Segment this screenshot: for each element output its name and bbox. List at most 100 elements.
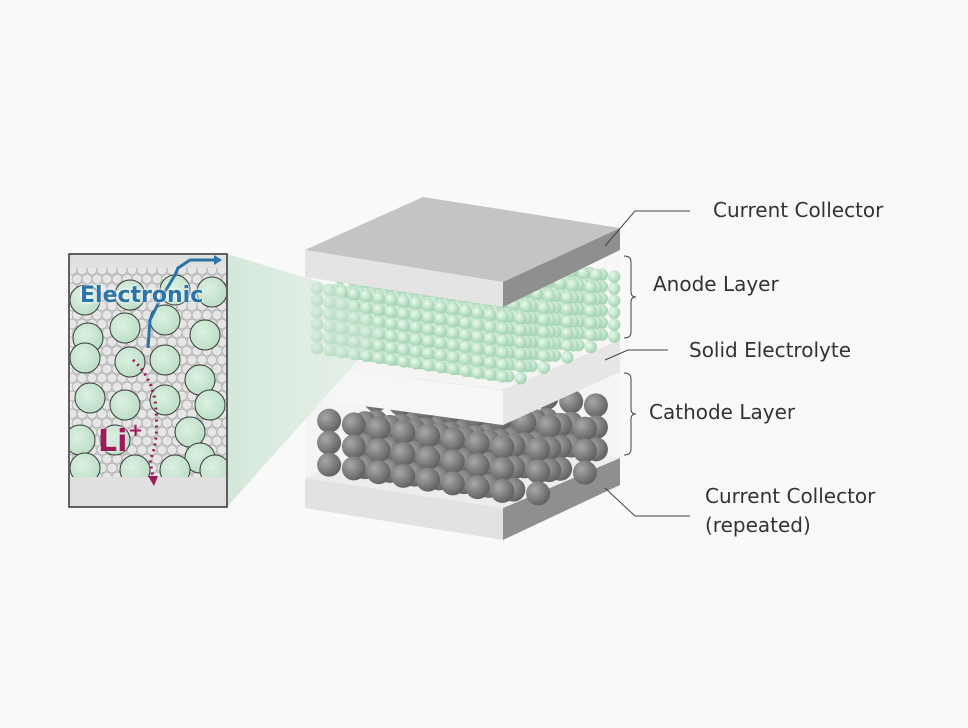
electrolyte-particle xyxy=(221,363,226,375)
anode-particle xyxy=(484,320,497,333)
anode-particle xyxy=(484,368,497,381)
electronic-path xyxy=(146,258,214,349)
electrolyte-particle xyxy=(221,327,226,339)
electrolyte-particle xyxy=(181,399,193,411)
electrolyte-particle xyxy=(101,363,113,375)
electrolyte-particle xyxy=(111,471,123,477)
electrolyte-particle xyxy=(141,435,153,447)
cathode-particle xyxy=(440,471,465,496)
cathode-particle xyxy=(366,438,391,463)
cathode-particle xyxy=(317,408,342,433)
anode-particle xyxy=(397,295,410,308)
anode-particle xyxy=(561,291,574,304)
anode-particle xyxy=(471,354,485,367)
anode-particle xyxy=(372,303,386,316)
anode-particle xyxy=(434,312,447,326)
electrolyte-particle xyxy=(181,345,193,357)
active-particle xyxy=(114,346,146,378)
anode-particle xyxy=(471,306,485,319)
label-current-collector-bottom: Current Collector xyxy=(705,484,876,508)
active-particle xyxy=(189,319,221,351)
cathode-particle xyxy=(465,475,490,500)
electrolyte-particle xyxy=(216,354,226,366)
ion-label: Li xyxy=(98,424,128,459)
cathode-particle xyxy=(341,456,366,481)
anode-particle xyxy=(590,268,603,282)
anode-particle xyxy=(471,318,485,331)
anode-particle xyxy=(385,317,398,330)
anode-particle xyxy=(537,349,551,362)
anode-particle xyxy=(514,312,527,325)
electrolyte-particle xyxy=(176,336,188,348)
cathode-particle xyxy=(341,434,366,459)
anode-particle xyxy=(397,307,410,320)
anode-particle xyxy=(584,328,597,342)
cathode-particle xyxy=(490,434,515,459)
anode-particle xyxy=(496,310,509,323)
anode-particle xyxy=(537,337,551,350)
anode-particle xyxy=(514,372,527,385)
anode-particle xyxy=(496,346,509,359)
cathode-particle xyxy=(490,456,515,481)
cathode-particle xyxy=(341,412,366,437)
anode-particle xyxy=(422,347,435,360)
anode-particle xyxy=(434,348,447,362)
electrolyte-particle xyxy=(216,444,226,456)
electrolyte-particle xyxy=(136,444,148,456)
electrolyte-particle xyxy=(96,372,108,384)
anode-particle xyxy=(385,353,398,366)
anode-particle xyxy=(496,334,509,347)
anode-particle xyxy=(496,358,509,371)
label-anode-layer: Anode Layer xyxy=(653,272,779,296)
anode-particle xyxy=(372,291,386,304)
electrolyte-particle xyxy=(211,309,223,321)
cathode-particle xyxy=(317,430,342,455)
anode-particle xyxy=(514,348,527,361)
electronic-label: Electronic xyxy=(80,283,204,308)
electrolyte-particle xyxy=(101,345,113,357)
electrolyte-particle xyxy=(86,372,98,384)
label-solid-electrolyte: Solid Electrolyte xyxy=(689,338,851,362)
anode-particle xyxy=(409,309,423,322)
active-particle xyxy=(194,389,226,421)
anode-particle xyxy=(459,364,472,378)
anode-particle xyxy=(446,350,460,364)
anode-particle xyxy=(409,357,423,370)
active-particle xyxy=(70,342,101,374)
electrolyte-particle xyxy=(146,372,158,384)
active-particle xyxy=(70,284,101,316)
electrolyte-particle xyxy=(151,471,163,477)
anode-particle xyxy=(543,289,556,302)
electrolyte-particle xyxy=(156,426,168,438)
active-particle xyxy=(114,279,146,311)
anode-particle xyxy=(537,301,551,314)
anode-particle xyxy=(514,324,527,337)
active-particle xyxy=(149,384,181,416)
anode-particle xyxy=(537,325,551,338)
electrolyte-particle xyxy=(221,381,226,393)
anode-particle xyxy=(446,338,460,352)
anode-particle xyxy=(496,322,509,335)
cathode-particle xyxy=(526,481,551,506)
cathode-particle xyxy=(416,445,441,470)
electrolyte-particle xyxy=(146,444,158,456)
electrolyte-particle xyxy=(101,471,113,477)
anode-particle xyxy=(459,340,472,354)
anode-particle xyxy=(496,370,509,383)
electrolyte-particle xyxy=(166,444,178,456)
cathode-particle xyxy=(537,414,562,439)
anode-particle xyxy=(537,361,551,374)
electrolyte-particle xyxy=(161,417,173,429)
cathode-particle xyxy=(391,419,416,444)
anode-particle xyxy=(397,331,410,344)
active-particle xyxy=(70,452,101,477)
electrolyte-particle xyxy=(221,309,226,321)
label-cathode-layer: Cathode Layer xyxy=(649,400,796,424)
electrolyte-particle xyxy=(196,354,208,366)
anode-particle xyxy=(385,293,398,306)
anode-particle xyxy=(446,302,460,316)
anode-particle xyxy=(561,303,574,316)
electrolyte-particle xyxy=(206,426,218,438)
electrolyte-particle xyxy=(211,435,223,447)
cathode-particle xyxy=(490,478,515,503)
